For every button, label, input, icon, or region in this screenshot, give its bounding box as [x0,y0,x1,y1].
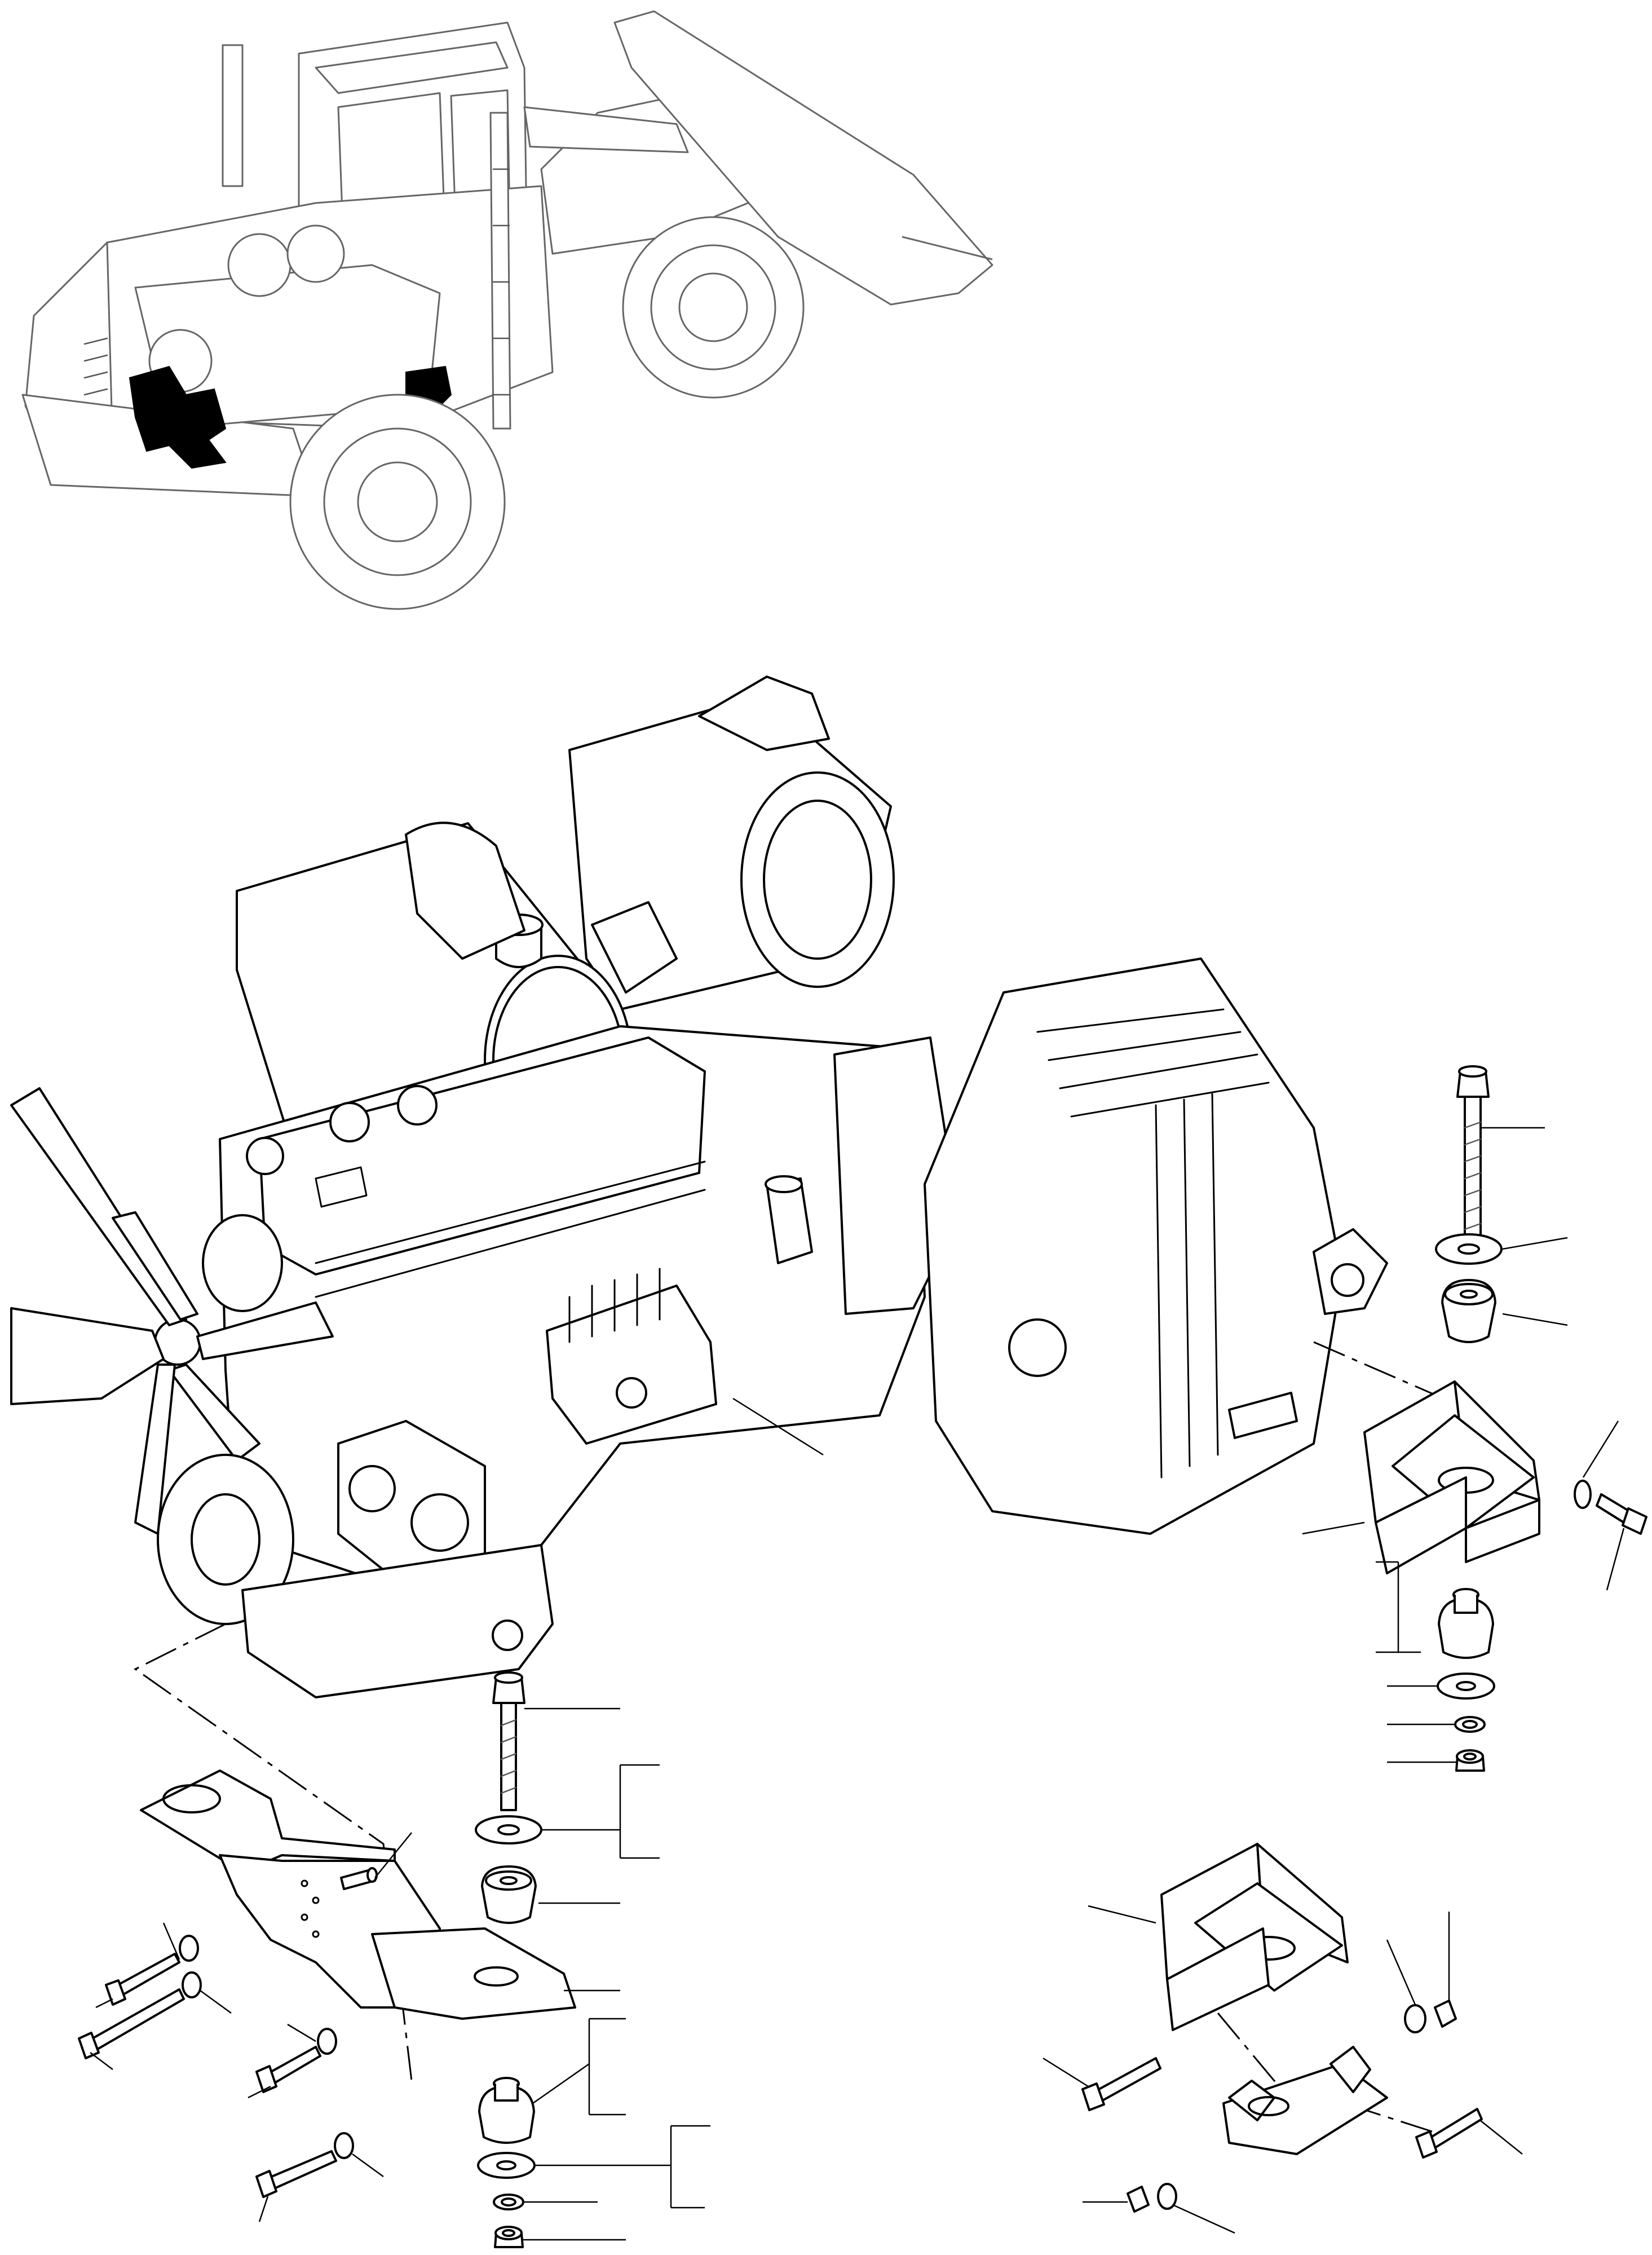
front-mount-bracket [140,1769,576,2020]
bracket-washer-4 [334,2132,354,2159]
cooling-fan [10,1087,334,1535]
bracket-washer-1 [179,1935,199,1962]
front-lock-washer [493,2194,524,2210]
lock-washer [1454,1716,1486,1733]
hex-nut [1455,1749,1485,1772]
front-lower-cushion [478,2077,535,2144]
lower-cushion [1438,1588,1494,1659]
front-mount-washer-bottom [477,2152,536,2179]
front-hex-nut [494,2226,524,2248]
bracket-bolt-3 [255,2046,321,2093]
engine-transmission-assembly [10,676,1388,1698]
callout-leader-lines [90,1127,1625,2241]
bracket-washer-3 [317,2028,337,2055]
alt-bolt-right [1415,2108,1483,2159]
alt-washer-lower [1157,2183,1177,2210]
alt-nut-upper [1434,2000,1457,2028]
front-mount-assembly-left [78,1671,576,2248]
dowel-pin [340,1867,378,1890]
front-mount-bolt [492,1671,525,1811]
lower-washer [1437,1673,1495,1700]
mount-bolt [1456,1065,1490,1245]
front-upper-cushion [481,1865,537,1924]
alt-lower-bracket [1222,2046,1388,2155]
alternate-mount-detail [1081,1843,1483,2213]
alt-bolt-left [1081,2057,1161,2111]
front-mount-washer-top [475,1815,542,1844]
front-mount-highlight [129,365,227,469]
rear-mount-stack-right [1363,1065,1647,1772]
bracket-bolt-2 [78,1988,185,2059]
side-bolt [1596,1493,1647,1535]
alt-upper-bracket [1160,1843,1349,2031]
rubber-cushion [1441,1279,1496,1343]
mount-washer [1435,1233,1503,1265]
alt-nut-lower [1127,2186,1150,2213]
bracket-bolt-1 [105,1953,180,2006]
alt-washer-upper [1404,2004,1426,2033]
bracket-bolt-4 [255,2150,337,2198]
rear-mount-bracket [1363,1380,1540,1574]
wheel-loader-locator-view [21,10,993,610]
side-washer [1574,1480,1592,1509]
bracket-washer-2 [182,1971,202,1998]
